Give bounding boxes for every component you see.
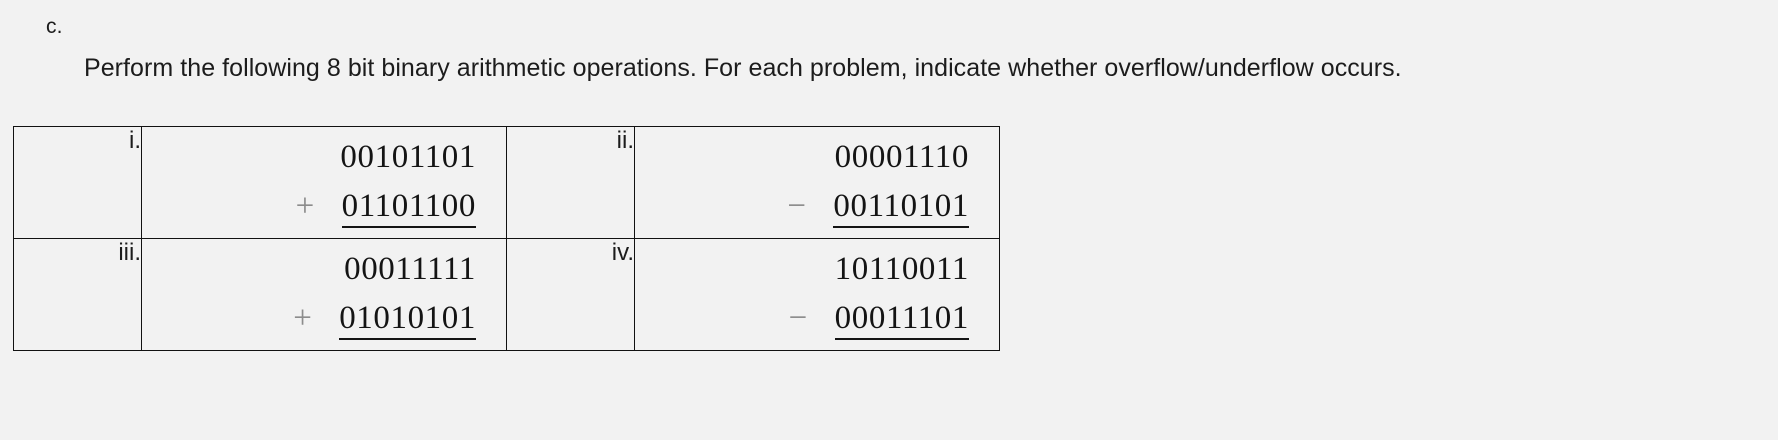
operand-row-first: 00011111: [142, 253, 476, 286]
calculation-iii: 00011111 + 01010101: [142, 239, 506, 340]
problem-work-iii: 00011111 + 01010101: [141, 238, 507, 351]
operand-first: 10110011: [834, 251, 969, 287]
instruction-text: Perform the following 8 bit binary arith…: [84, 54, 1402, 82]
question-label: c.: [46, 15, 63, 38]
problem-work-i: 00101101 + 01101100: [141, 126, 507, 239]
operand-row-first: 00001110: [635, 141, 969, 174]
operand-second: 00011101: [834, 302, 969, 340]
operand-row-second: − 00110101: [635, 190, 969, 228]
operand-row-first: 10110011: [635, 253, 969, 286]
operand-second: 00110101: [833, 190, 969, 228]
calculation-i: 00101101 + 01101100: [142, 127, 506, 228]
operator-sign: +: [295, 188, 315, 224]
operand-row-first: 00101101: [142, 141, 476, 174]
operand-row-second: + 01101100: [142, 190, 476, 228]
problem-numeral-i: i.: [13, 126, 142, 239]
operand-row-second: − 00011101: [635, 302, 969, 340]
binary-arithmetic-table: i. 00101101 + 01101100 ii.: [13, 126, 1000, 351]
problem-numeral-iii: iii.: [13, 238, 142, 351]
table-row: i. 00101101 + 01101100 ii.: [13, 126, 1000, 239]
problem-work-iv: 10110011 − 00011101: [634, 238, 1000, 351]
operand-second: 01010101: [339, 302, 476, 340]
problem-numeral-iv: iv.: [506, 238, 635, 351]
problem-numeral-ii: ii.: [506, 126, 635, 239]
operator-sign: +: [293, 300, 312, 336]
operand-first: 00001110: [834, 139, 969, 175]
operand-first: 00011111: [344, 251, 476, 287]
operand-row-second: + 01010101: [142, 302, 476, 340]
operator-sign: −: [787, 188, 807, 224]
calculation-iv: 10110011 − 00011101: [635, 239, 999, 340]
operator-sign: −: [788, 300, 808, 336]
operand-second: 01101100: [341, 190, 476, 228]
operand-first: 00101101: [340, 139, 476, 175]
table-row: iii. 00011111 + 01010101 iv.: [13, 238, 1000, 351]
problem-work-ii: 00001110 − 00110101: [634, 126, 1000, 239]
calculation-ii: 00001110 − 00110101: [635, 127, 999, 228]
